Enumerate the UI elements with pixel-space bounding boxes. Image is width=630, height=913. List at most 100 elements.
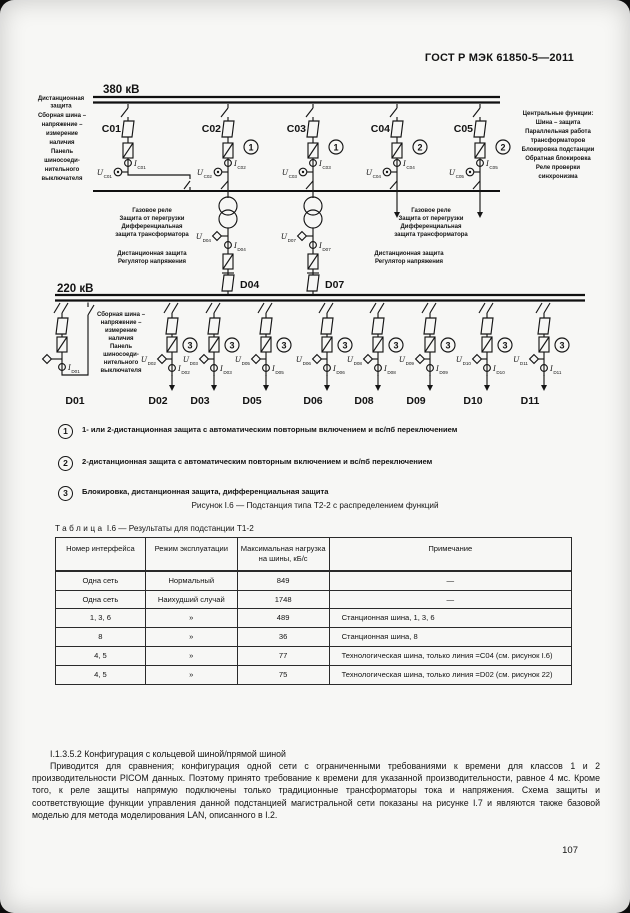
voltage-label: UD07	[281, 232, 297, 243]
circuit-breaker-icon	[207, 317, 221, 335]
current-label: IC04	[402, 159, 415, 170]
disconnector-icon	[377, 302, 385, 314]
voltage-label: UD05	[235, 355, 251, 366]
power-transformer-icon	[218, 196, 238, 216]
current-label: IC05	[485, 159, 498, 170]
table-cell: —	[328, 570, 573, 591]
circuit-breaker-icon	[480, 317, 494, 335]
table-caption-text: I.6 — Результаты для подстанции Т1-2	[106, 524, 254, 533]
current-label: ID03	[219, 364, 232, 375]
voltage-measurement-icon	[471, 353, 483, 365]
disconnector-icon	[535, 302, 543, 314]
voltage-label: UD10	[456, 355, 472, 366]
voltage-measurement-icon	[414, 353, 426, 365]
table-cell: Станционная шина, 8	[328, 627, 573, 648]
disconnector-icon	[305, 104, 314, 121]
voltage-measurement-icon	[528, 353, 540, 365]
body-text-block: I.1.3.5.2 Конфигурация с кольцевой шиной…	[32, 748, 600, 821]
table-cell: »	[144, 665, 238, 685]
voltage-measurement-icon	[250, 353, 262, 365]
allocation-mark-circle	[554, 337, 570, 353]
allocation-mark-circle	[328, 139, 344, 155]
table-cell: 1, 3, 6	[55, 608, 146, 629]
disconnector-icon	[389, 180, 398, 190]
disconnector-icon	[472, 180, 481, 190]
bay-label: D10	[463, 395, 482, 407]
disconnector-icon	[213, 302, 221, 314]
allocation-mark-circle	[243, 139, 259, 155]
voltage-label: UD08	[347, 355, 363, 366]
upper-voltage-label: 380 кВ	[103, 84, 139, 96]
allocation-mark-circle	[497, 337, 513, 353]
current-label: ID06	[332, 364, 345, 375]
current-label: ID07	[318, 241, 331, 252]
disconnector-icon	[220, 180, 229, 190]
table-cell: 36	[236, 627, 330, 648]
svg-text:3: 3	[502, 340, 507, 350]
disconnector-icon	[171, 302, 179, 314]
bus-coupler-link	[127, 158, 191, 191]
col-header-load: Максимальная нагрузка на шины, кБ/с	[236, 536, 330, 572]
disconnector-icon	[486, 302, 494, 314]
voltage-label: UD09	[399, 355, 415, 366]
voltage-measurement-icon	[198, 353, 210, 365]
table-caption-label: Таблица	[55, 524, 105, 533]
voltage-label: UD04	[196, 232, 212, 243]
bay-label: D07	[325, 279, 344, 291]
legend-symbol-1: 1	[58, 424, 73, 439]
voltage-label: UD02	[141, 355, 157, 366]
legend-item-1: 1 1- или 2-дистанционная защита с автома…	[58, 424, 498, 439]
table-cell: Нормальный	[144, 570, 238, 591]
voltage-measurement-icon	[156, 353, 168, 365]
bay-label: D05	[242, 395, 261, 407]
disconnector-icon	[369, 302, 377, 314]
voltage-measurement-icon	[211, 230, 223, 242]
disconnector-icon	[543, 302, 551, 314]
lower-voltage-label: 220 кВ	[57, 283, 93, 295]
voltage-measurement-icon	[296, 230, 308, 242]
table-cell: Станционная шина, 1, 3, 6	[328, 608, 573, 629]
table-cell: —	[328, 589, 573, 610]
disconnector-icon	[61, 302, 69, 314]
figure-caption: Рисунок I.6 — Подстанция типа Т2-2 с рас…	[191, 501, 439, 510]
bay-label: D11	[521, 395, 540, 407]
table-cell: 8	[55, 627, 146, 648]
results-table-head: Номер интерфейса Режим эксплуатации Макс…	[55, 536, 573, 572]
current-label: IC01	[133, 159, 146, 170]
svg-text:2: 2	[417, 142, 422, 152]
allocation-mark-circle	[224, 337, 240, 353]
svg-text:3: 3	[393, 340, 398, 350]
voltage-measurement-icon	[311, 353, 323, 365]
svg-text:3: 3	[445, 340, 450, 350]
voltage-label: UD03	[183, 355, 199, 366]
legend-text-2: 2-дистанционная защита с автоматическим …	[82, 457, 433, 466]
legend-symbol-2: 2	[58, 456, 73, 471]
page-number: 107	[562, 845, 578, 856]
circuit-breaker-icon	[259, 317, 273, 335]
table-cell: 849	[236, 570, 330, 591]
table-cell: Наихудший случай	[144, 589, 238, 610]
current-label: ID09	[435, 364, 448, 375]
results-table: Номер интерфейса Режим эксплуатации Макс…	[55, 536, 573, 685]
disconnector-icon	[163, 302, 171, 314]
bay-label: D04	[240, 279, 259, 291]
disconnector-icon	[421, 302, 429, 314]
bay-label: D03	[190, 395, 209, 407]
